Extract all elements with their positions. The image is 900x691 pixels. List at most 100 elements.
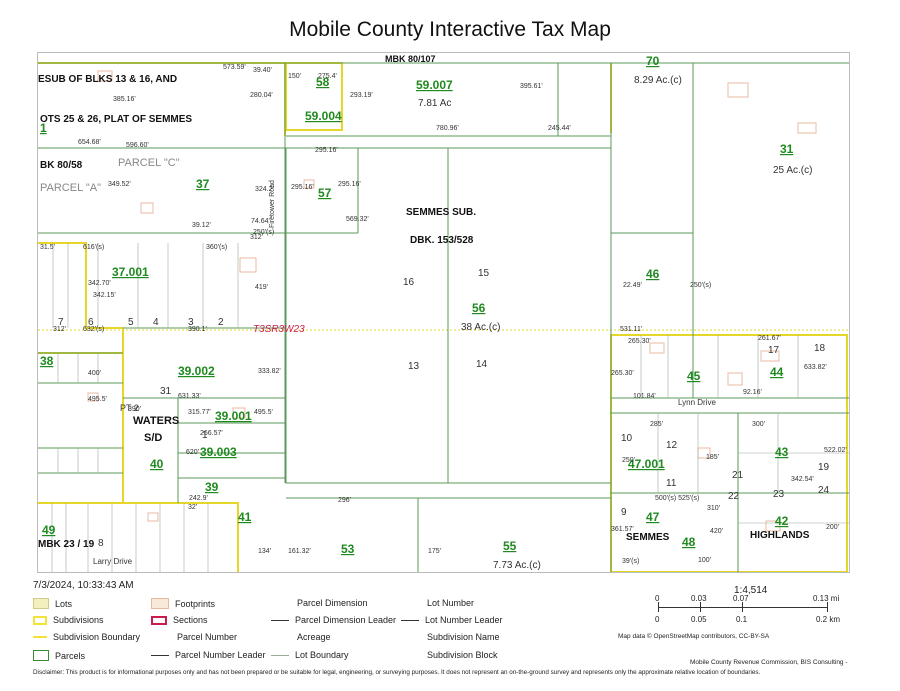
parcel-number[interactable]: 39.001: [215, 409, 252, 423]
parcel-number[interactable]: 47: [646, 510, 660, 524]
disclaimer: Disclaimer: This product is for informat…: [33, 669, 761, 676]
parcel-number[interactable]: 38: [40, 354, 54, 368]
dimension-label: 22.49': [623, 282, 642, 289]
dimension-label: 333.82': [258, 368, 281, 375]
parcel-number-labels: 58 59.004 59.007 70 31 37 57 37.001 46 5…: [40, 54, 794, 556]
parcel-number[interactable]: 56: [472, 301, 486, 315]
parcel-number[interactable]: 45: [687, 369, 701, 383]
parcel-number[interactable]: 59.007: [416, 78, 453, 92]
lot-number: 19: [818, 462, 830, 473]
dimension-label: 342.15': [93, 292, 116, 299]
dimension-label: 161.32': [288, 548, 311, 555]
parcel-number[interactable]: 39.002: [178, 364, 215, 378]
legend-label: Footprints: [175, 598, 216, 609]
subdivision-boundaries: [38, 62, 848, 572]
dimension-label: 200': [826, 524, 839, 531]
parcel-number[interactable]: 57: [318, 186, 332, 200]
dimension-label: 261.67': [758, 335, 781, 342]
dimension-label: 780.96': [436, 125, 459, 132]
scale-tick: [658, 602, 659, 612]
map-data-credit: Map data © OpenStreetMap contributors, C…: [618, 633, 770, 640]
scale-line: [658, 607, 828, 608]
footprints-layer: [87, 70, 817, 532]
parcel-number[interactable]: 53: [341, 542, 355, 556]
legend-parcel-dimension-leader: Parcel Dimension Leader: [271, 615, 396, 625]
dimension-label: 654.68': [78, 139, 101, 146]
scale-tick: [827, 602, 828, 612]
parcel-number[interactable]: 48: [682, 535, 696, 549]
parcel-number[interactable]: 41: [238, 510, 252, 524]
parcel-number[interactable]: 42: [775, 514, 789, 528]
dimension-label: 419': [255, 284, 268, 291]
tax-map[interactable]: T3SR3W23 Lynn Drive Larry Drive Firetowe…: [37, 52, 850, 573]
parcel-number[interactable]: 59.004: [305, 109, 342, 123]
dimension-label: 390.1': [188, 326, 207, 333]
dimension-label: 500'(s) 525'(s): [655, 495, 699, 502]
dimension-label: 39.40': [253, 67, 272, 74]
parcel-number[interactable]: 37: [196, 177, 210, 191]
scale-tick: [700, 602, 701, 612]
dimension-label: 312': [250, 234, 263, 241]
dimension-label: 349.52': [108, 181, 131, 188]
lot-number: 14: [476, 359, 488, 370]
parcel-number[interactable]: 49: [42, 523, 56, 537]
scale-mi-label: 0.13 mi: [813, 594, 840, 603]
legend-lot-number-leader: Lot Number Leader: [401, 615, 503, 625]
dimension-label: 620': [186, 449, 199, 456]
parcel-number[interactable]: 46: [646, 267, 660, 281]
dimension-label: 596.60': [126, 142, 149, 149]
parcel-number[interactable]: 70: [646, 54, 660, 68]
dimension-label: 265.30': [611, 370, 634, 377]
parcel-number[interactable]: 43: [775, 445, 789, 459]
acreage-label: 8.29 Ac.(c): [634, 75, 682, 86]
scale-ratio: 1:4,514: [734, 585, 768, 596]
leader-swatch: [271, 619, 289, 621]
dimension-label: 242.9': [189, 495, 208, 502]
parcel-number[interactable]: 44: [770, 365, 784, 379]
parcel-number[interactable]: 37.001: [112, 265, 149, 279]
parcel-number[interactable]: 39.003: [200, 445, 237, 459]
parcel-number[interactable]: 39: [205, 480, 219, 494]
lot-number: 23: [773, 489, 785, 500]
dimension-label: 569.32': [346, 216, 369, 223]
subdivision-text: PT 2: [120, 403, 139, 413]
lot-number-labels: 16 15 13 14 7 6 5 4 3 2 12 11 10 17 18 2…: [58, 268, 830, 549]
scale-mi-label: 0.03: [691, 594, 707, 603]
scale-tick: [742, 602, 743, 612]
scale-bar: 1:4,514 0 0.03 0.07 0.13 mi 0 0.05 0.1 0…: [648, 585, 858, 630]
dimension-label: 280.04': [250, 92, 273, 99]
legend-label: Lot Number Leader: [425, 615, 503, 625]
map-timestamp: 7/3/2024, 10:33:43 AM: [33, 580, 134, 591]
dimension-label: 295.16': [315, 147, 338, 154]
lot-number: 17: [768, 345, 780, 356]
parcel-number[interactable]: 31: [780, 142, 794, 156]
subdivision-text: DBK. 153/528: [410, 235, 474, 246]
dimension-label: 150': [288, 73, 301, 80]
lot-number: 13: [408, 361, 420, 372]
subdivisions-swatch: [33, 615, 47, 625]
legend-label: Parcel Dimension Leader: [295, 615, 397, 625]
parcel-number[interactable]: 58: [316, 75, 330, 89]
scale-km-label: 0: [655, 615, 660, 624]
dimension-label: 310': [707, 505, 720, 512]
legend-label: Parcel Number Leader: [175, 650, 266, 660]
dimension-label: 633.82': [804, 364, 827, 371]
map-canvas[interactable]: T3SR3W23 Lynn Drive Larry Drive Firetowe…: [38, 53, 849, 572]
page-title: Mobile County Interactive Tax Map: [289, 18, 611, 41]
dimension-label: 573.59': [223, 64, 246, 71]
dimension-label: 266.57': [200, 430, 223, 437]
section-label: T3SR3W23: [253, 324, 305, 335]
legend-label: Acreage: [297, 632, 331, 642]
legend-subdivisions: Subdivisions: [33, 615, 104, 625]
dimension-label: 275.4': [318, 73, 337, 80]
parcel-number[interactable]: 55: [503, 539, 517, 553]
lot-number: 1: [202, 430, 208, 441]
dimension-label: 92.16': [743, 389, 762, 396]
parcel-number[interactable]: 1: [40, 121, 47, 135]
dimension-label: 400': [88, 370, 101, 377]
subdivision-text: S/D: [144, 432, 162, 444]
parcel-number[interactable]: 40: [150, 457, 164, 471]
acreage-label: 25 Ac.(c): [773, 165, 812, 176]
parcels-swatch: [33, 650, 49, 661]
parcel-number[interactable]: 47.001: [628, 457, 665, 471]
